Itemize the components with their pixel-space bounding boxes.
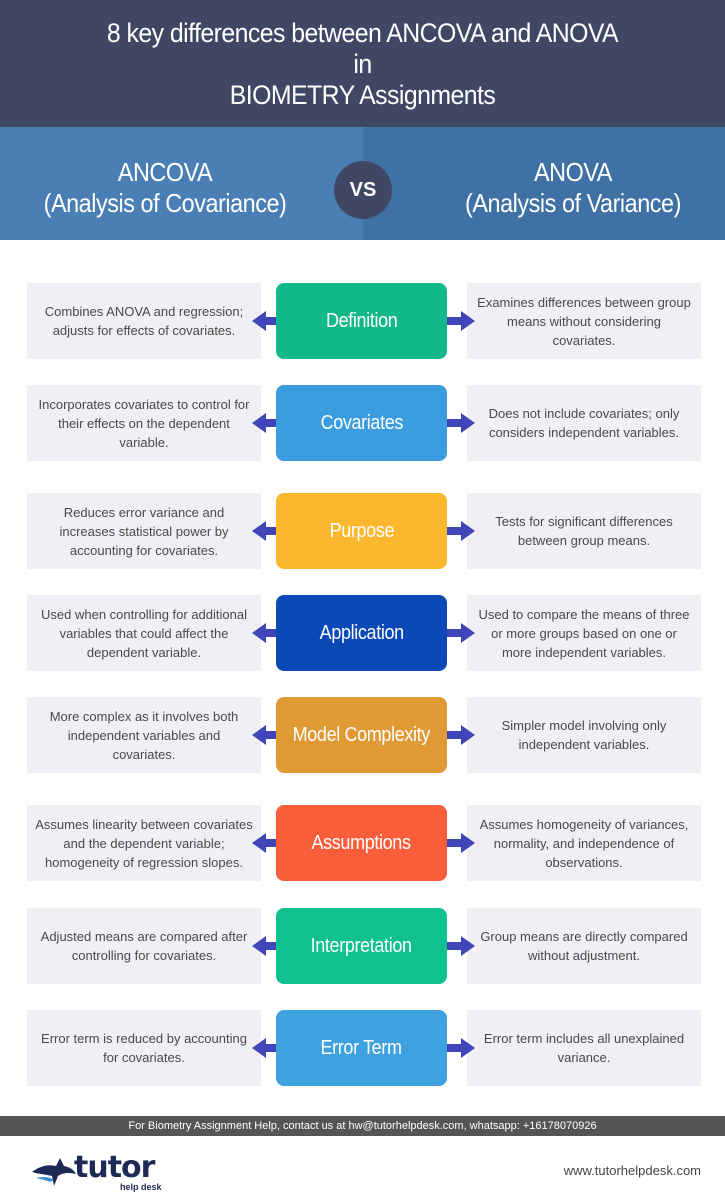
logo-tagline: help desk <box>120 1182 162 1192</box>
anova-panel <box>363 127 725 240</box>
category-pill: Purpose <box>276 493 447 569</box>
category-pill: Error Term <box>276 1010 447 1086</box>
title-line-1: 8 key differences between ANCOVA and ANO… <box>106 18 619 48</box>
arrow-left-icon <box>252 623 290 643</box>
anova-heading: ANOVA (Analysis of Variance) <box>408 157 725 219</box>
title-line-3: BIOMETRY Assignments <box>229 80 496 110</box>
vs-badge: VS <box>334 161 392 219</box>
arrow-left-icon <box>252 936 290 956</box>
anova-subtitle: (Analysis of Variance) <box>465 188 681 218</box>
arrow-right-icon <box>437 311 475 331</box>
category-label: Definition <box>325 309 398 332</box>
ancova-heading: ANCOVA (Analysis of Covariance) <box>0 157 330 219</box>
category-label: Application <box>319 621 404 644</box>
comparison-row: Error term is reduced by accounting for … <box>0 1010 725 1088</box>
ancova-description: Adjusted means are compared after contro… <box>27 908 261 984</box>
comparison-row: Incorporates covariates to control for t… <box>0 385 725 463</box>
anova-description: Used to compare the means of three or mo… <box>467 595 701 671</box>
tutor-logo: tutor help desk <box>30 1150 170 1192</box>
category-pill: Assumptions <box>276 805 447 881</box>
ancova-description: Incorporates covariates to control for t… <box>27 385 261 461</box>
comparison-row: Adjusted means are compared after contro… <box>0 908 725 986</box>
anova-description: Assumes homogeneity of variances, normal… <box>467 805 701 881</box>
anova-description: Tests for significant differences betwee… <box>467 493 701 569</box>
ancova-description: Reduces error variance and increases sta… <box>27 493 261 569</box>
contact-bar: For Biometry Assignment Help, contact us… <box>0 1116 725 1136</box>
arrow-right-icon <box>437 413 475 433</box>
arrow-left-icon <box>252 725 290 745</box>
arrow-right-icon <box>437 623 475 643</box>
ancova-panel <box>0 127 363 240</box>
category-label: Covariates <box>320 411 403 434</box>
category-label: Purpose <box>329 519 394 542</box>
arrow-left-icon <box>252 521 290 541</box>
anova-description: Does not include covariates; only consid… <box>467 385 701 461</box>
ancova-description: Used when controlling for additional var… <box>27 595 261 671</box>
ancova-title: ANCOVA <box>117 157 213 187</box>
comparison-row: Assumes linearity between covariates and… <box>0 805 725 883</box>
comparison-band: ANCOVA (Analysis of Covariance) ANOVA (A… <box>0 127 725 240</box>
category-pill: Definition <box>276 283 447 359</box>
ancova-description: Error term is reduced by accounting for … <box>27 1010 261 1086</box>
arrow-right-icon <box>437 1038 475 1058</box>
arrow-right-icon <box>437 725 475 745</box>
anova-description: Group means are directly compared withou… <box>467 908 701 984</box>
comparison-row: Reduces error variance and increases sta… <box>0 493 725 571</box>
comparison-row: Combines ANOVA and regression; adjusts f… <box>0 283 725 361</box>
arrow-right-icon <box>437 833 475 853</box>
logo-wordmark: tutor <box>74 1150 155 1185</box>
category-pill: Application <box>276 595 447 671</box>
comparison-row: More complex as it involves both indepen… <box>0 697 725 775</box>
ancova-description: Assumes linearity between covariates and… <box>27 805 261 881</box>
category-pill: Model Complexity <box>276 697 447 773</box>
category-label: Assumptions <box>311 831 412 854</box>
page-header: 8 key differences between ANCOVA and ANO… <box>0 0 725 127</box>
anova-title: ANOVA <box>534 157 612 187</box>
anova-description: Examines differences between group means… <box>467 283 701 359</box>
title-line-2: in <box>353 49 372 79</box>
arrow-left-icon <box>252 833 290 853</box>
ancova-description: More complex as it involves both indepen… <box>27 697 261 773</box>
category-pill: Covariates <box>276 385 447 461</box>
arrow-left-icon <box>252 1038 290 1058</box>
category-label: Interpretation <box>310 934 413 957</box>
website-link[interactable]: www.tutorhelpdesk.com <box>563 1163 701 1178</box>
bird-logo-icon <box>32 1158 76 1186</box>
arrow-right-icon <box>437 936 475 956</box>
anova-description: Simpler model involving only independent… <box>467 697 701 773</box>
ancova-description: Combines ANOVA and regression; adjusts f… <box>27 283 261 359</box>
arrow-right-icon <box>437 521 475 541</box>
ancova-subtitle: (Analysis of Covariance) <box>43 188 287 218</box>
category-label: Error Term <box>320 1036 403 1059</box>
comparison-row: Used when controlling for additional var… <box>0 595 725 673</box>
arrow-left-icon <box>252 311 290 331</box>
anova-description: Error term includes all unexplained vari… <box>467 1010 701 1086</box>
arrow-left-icon <box>252 413 290 433</box>
category-label: Model Complexity <box>292 723 431 746</box>
category-pill: Interpretation <box>276 908 447 984</box>
